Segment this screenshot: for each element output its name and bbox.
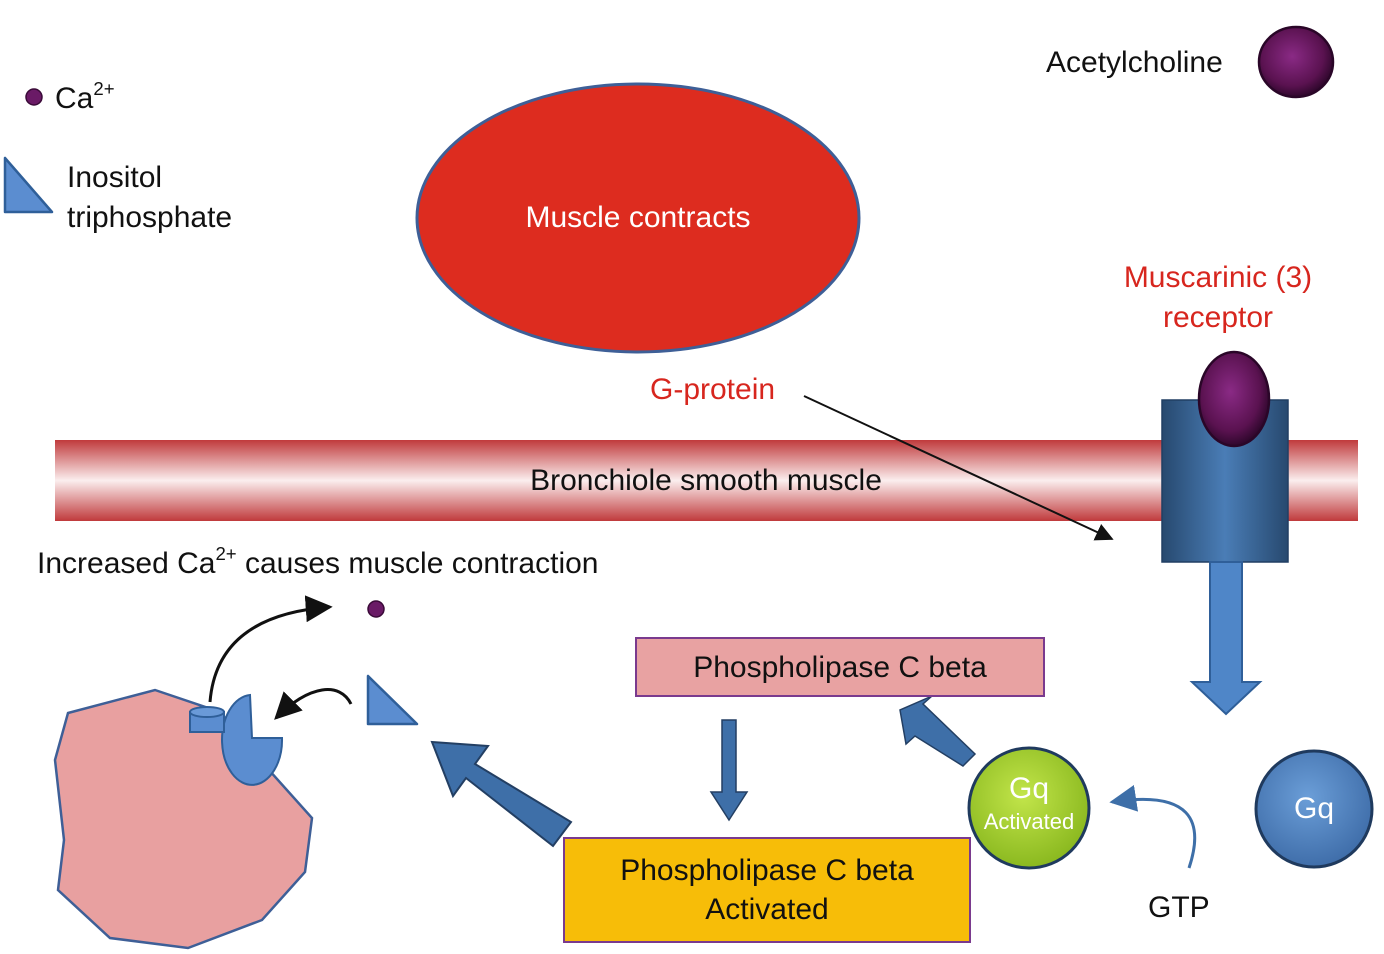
calcium-ion-icon xyxy=(367,600,385,618)
gtp-label: GTP xyxy=(1148,891,1210,924)
gq-activated-label-line1: Gq xyxy=(1008,772,1050,805)
muscle-contracts-label: Muscle contracts xyxy=(525,201,751,234)
inositol-triphosphate-icon xyxy=(366,674,419,726)
endoplasmic-reticulum xyxy=(53,688,314,950)
receptor-to-gq-arrow xyxy=(1189,561,1263,716)
calcium-legend-icon xyxy=(25,88,43,106)
calcium-channel-top xyxy=(189,706,225,718)
inositol-triphosphate-legend-icon xyxy=(3,156,54,214)
plc-beta-label: Phospholipase C beta xyxy=(693,650,987,684)
plc-beta-activated-line1: Phospholipase C beta xyxy=(620,854,914,887)
plc-beta-activated-line2: Activated xyxy=(705,893,829,926)
acetylcholine-legend-label: Acetylcholine xyxy=(1046,46,1223,79)
plc-beta-box: Phospholipase C beta xyxy=(635,637,1045,697)
plc-activation-arrow xyxy=(709,719,749,822)
bronchiole-membrane xyxy=(55,440,1358,521)
plc-to-ip3-arrow xyxy=(430,740,573,848)
ip3-receptor xyxy=(221,693,284,786)
receptor-label-line2: receptor xyxy=(1162,301,1274,334)
bound-acetylcholine xyxy=(1197,350,1271,448)
acetylcholine-legend-icon xyxy=(1257,25,1335,99)
inositol-legend-label-line1: Inositol xyxy=(67,161,163,194)
gq-label: Gq xyxy=(1293,792,1335,825)
inositol-legend-label-line2: triphosphate xyxy=(67,201,233,234)
calcium-legend-label: Ca2+ xyxy=(55,77,115,115)
g-protein-pointer-arrow xyxy=(803,395,1114,541)
gq-circle xyxy=(1254,749,1374,869)
gq-activated-label-line2: Activated xyxy=(983,809,1075,834)
plc-beta-activated-box: Phospholipase C beta Activated xyxy=(563,837,971,943)
calcium-release-arrow xyxy=(208,595,333,703)
gq-activated-circle xyxy=(967,746,1091,870)
gtp-arrow xyxy=(1109,784,1197,869)
membrane-label: Bronchiole smooth muscle xyxy=(530,464,882,497)
g-protein-label: G-protein xyxy=(650,373,776,406)
receptor-label-line1: Muscarinic (3) xyxy=(1123,261,1313,294)
ip3-binding-arrow xyxy=(274,688,353,720)
calcium-increase-label: Increased Ca2+ causes muscle contraction xyxy=(37,542,599,580)
muscle-contracts-ellipse xyxy=(415,82,861,354)
gq-to-plc-arrow xyxy=(899,695,977,767)
